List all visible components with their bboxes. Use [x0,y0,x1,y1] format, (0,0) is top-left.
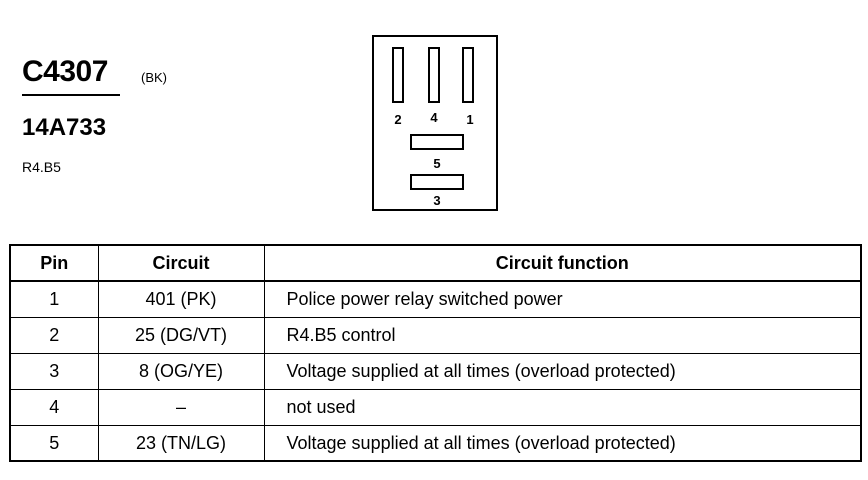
cell-circuit: 8 (OG/YE) [97,352,265,390]
header-circuit-function: Circuit function [263,244,862,282]
pin-2-label: 2 [394,112,402,127]
table-row: 1 401 (PK) Police power relay switched p… [9,280,862,318]
connector-color-code: (BK) [141,70,167,85]
pin-4-label: 4 [430,110,438,125]
cell-function: Voltage supplied at all times (overload … [263,352,862,390]
pin-5-label: 5 [433,156,441,171]
header-circuit: Circuit [97,244,265,282]
pin-2-terminal [392,47,404,103]
cell-function: Voltage supplied at all times (overload … [263,424,862,462]
cell-circuit: 23 (TN/LG) [97,424,265,462]
pin-1-label: 1 [466,112,474,127]
table-row: 3 8 (OG/YE) Voltage supplied at all time… [9,352,862,390]
cell-function: Police power relay switched power [263,280,862,318]
cell-pin: 3 [9,352,99,390]
table-row: 2 25 (DG/VT) R4.B5 control [9,316,862,354]
part-number: 14A733 [22,114,107,141]
cell-pin: 4 [9,388,99,426]
location-code: R4.B5 [22,159,61,175]
pin-3-label: 3 [433,193,441,208]
cell-pin: 5 [9,424,99,462]
connector-id: C4307 [22,55,108,88]
connector-id-underline [22,94,120,96]
cell-pin: 2 [9,316,99,354]
pin-4-terminal [428,47,440,103]
table-row: 4 – not used [9,388,862,426]
table-header-row: Pin Circuit Circuit function [9,244,862,282]
header-pin: Pin [9,244,99,282]
pin-5-terminal [410,134,464,150]
pin-table: Pin Circuit Circuit function 1 401 (PK) … [9,244,862,462]
cell-circuit: 25 (DG/VT) [97,316,265,354]
cell-function: not used [263,388,862,426]
cell-circuit: – [97,388,265,426]
pin-3-terminal [410,174,464,190]
pin-1-terminal [462,47,474,103]
table-row: 5 23 (TN/LG) Voltage supplied at all tim… [9,424,862,462]
connector-face-diagram: 2 4 1 5 3 [372,35,498,211]
cell-circuit: 401 (PK) [97,280,265,318]
cell-pin: 1 [9,280,99,318]
cell-function: R4.B5 control [263,316,862,354]
